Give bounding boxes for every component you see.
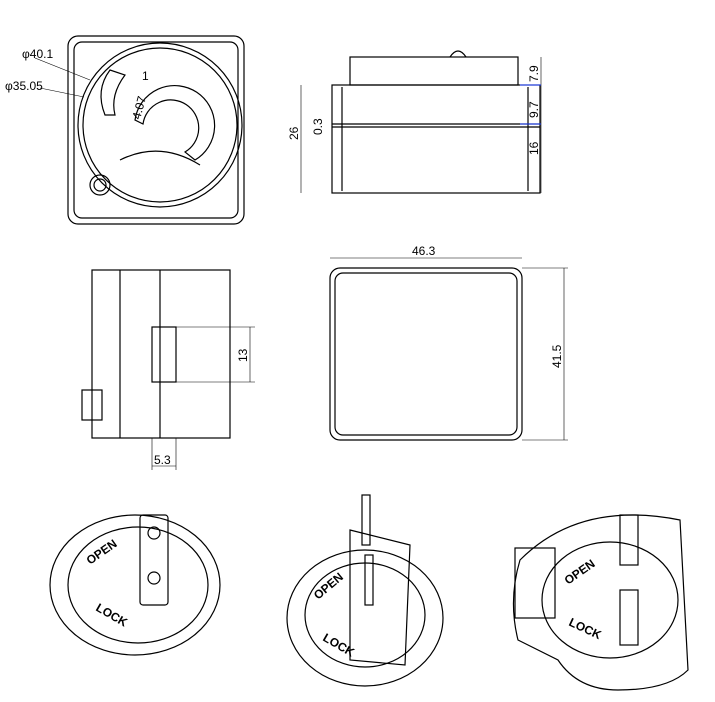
lock-label-1: LOCK [94, 600, 131, 629]
dim-top: 7.9 [527, 65, 541, 82]
iso-view-3: OPEN LOCK [512, 514, 689, 691]
dim-slot-length: 4.07 [129, 94, 149, 120]
top-view: φ40.1 φ35.05 1 4.07 [5, 35, 245, 225]
lock-label-2: LOCK [321, 630, 358, 659]
iso-view-1: OPEN LOCK [49, 514, 221, 656]
lock-label-3: LOCK [567, 615, 604, 642]
open-label-3: OPEN [562, 556, 598, 587]
open-label-2: OPEN [311, 570, 346, 603]
dim-gap: 0.3 [311, 118, 325, 135]
dim-mid: 9.7 [527, 101, 541, 118]
left-view: 13 5.3 [81, 269, 255, 470]
dim-pin-height: 13 [236, 348, 250, 362]
dim-width: 46.3 [412, 244, 436, 258]
iso-view-2: OPEN LOCK [286, 494, 444, 687]
dim-outer-diameter: φ40.1 [22, 47, 53, 61]
front-view: 46.3 41.5 [329, 244, 568, 441]
open-label-1: OPEN [84, 536, 120, 567]
dim-total-height: 26 [287, 126, 301, 140]
dim-inner-diameter: φ35.05 [5, 79, 43, 93]
dim-pin-offset: 5.3 [154, 453, 171, 467]
side-view: 26 0.3 7.9 9.7 16 [287, 50, 542, 194]
dim-slot-width: 1 [142, 69, 149, 83]
dim-height: 41.5 [550, 344, 564, 368]
dim-bottom: 16 [527, 141, 541, 155]
